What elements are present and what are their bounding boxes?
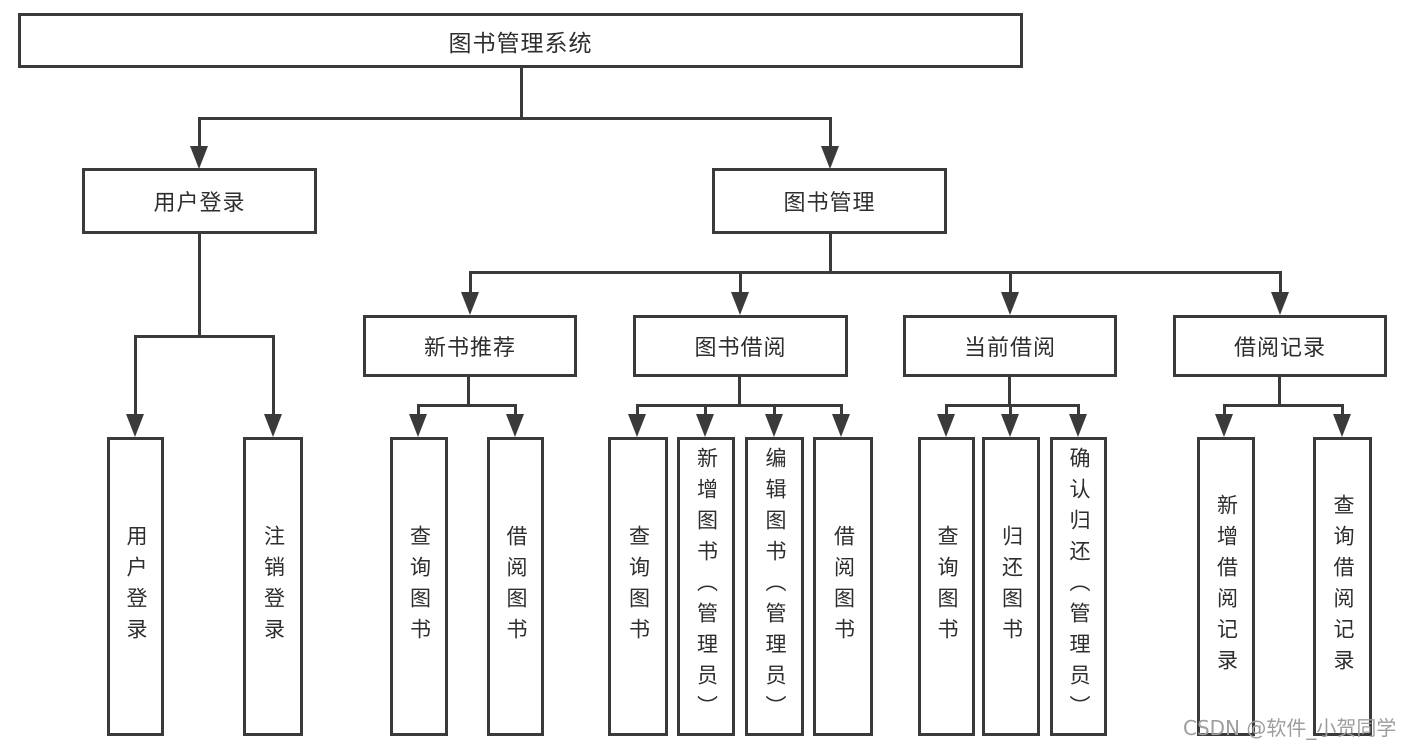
- connector-level2-bus: [469, 271, 1282, 274]
- leaf-bb-add-books-admin-label: 新增图书（管理员）: [694, 447, 719, 726]
- leaf-bb-borrow-books: 借阅图书: [813, 437, 873, 736]
- connector-stub-br-query: [1341, 404, 1344, 416]
- node-root: 图书管理系统: [18, 13, 1023, 68]
- arrow-down-icon: [1069, 414, 1087, 437]
- connector-stub-nb-borrow: [514, 404, 517, 416]
- node-new-book-rec-label: 新书推荐: [423, 336, 516, 361]
- connector-stub-book-borrow: [739, 271, 742, 293]
- connector-stub-bb-edit: [773, 404, 776, 416]
- arrow-down-icon: [832, 414, 850, 437]
- leaf-br-add-record: 新增借阅记录: [1197, 437, 1255, 736]
- leaf-cb-return-books: 归还图书: [982, 437, 1040, 736]
- connector-stub-borrow-records: [1279, 271, 1282, 293]
- leaf-bb-query-books: 查询图书: [608, 437, 668, 736]
- connector-current-borrow-bus: [945, 404, 1080, 407]
- arrow-down-icon: [409, 414, 427, 437]
- arrow-down-icon: [461, 292, 479, 315]
- arrow-down-icon: [264, 414, 282, 437]
- connector-stub-cb-return: [1009, 404, 1012, 416]
- connector-stub-ul-logout: [272, 335, 275, 415]
- connector-stub-br-add: [1223, 404, 1226, 416]
- arrow-down-icon: [126, 414, 144, 437]
- connector-stub-book-mgmt: [829, 117, 832, 147]
- node-book-borrow: 图书借阅: [633, 315, 848, 377]
- node-new-book-rec: 新书推荐: [363, 315, 577, 377]
- connector-user-login-trunk: [198, 233, 201, 337]
- leaf-br-query-record-label: 查询借阅记录: [1331, 493, 1355, 680]
- leaf-nb-query-books-label: 查询图书: [407, 524, 432, 649]
- node-current-borrow-label: 当前借阅: [963, 336, 1056, 361]
- node-book-borrow-label: 图书借阅: [694, 336, 787, 361]
- arrow-down-icon: [506, 414, 524, 437]
- leaf-bb-edit-books-admin-label: 编辑图书（管理员）: [763, 447, 787, 726]
- connector-borrow-records-bus: [1223, 404, 1344, 407]
- arrow-down-icon: [1215, 414, 1233, 437]
- connector-stub-new-book-rec: [469, 271, 472, 293]
- leaf-cb-return-books-label: 归还图书: [999, 524, 1024, 649]
- leaf-logout: 注销登录: [243, 437, 303, 736]
- leaf-nb-borrow-books-label: 借阅图书: [504, 524, 528, 649]
- connector-book-borrow-trunk: [738, 377, 741, 407]
- leaf-cb-query-books: 查询图书: [918, 437, 975, 736]
- leaf-logout-label: 注销登录: [261, 524, 286, 649]
- connector-root-trunk: [520, 68, 523, 119]
- leaf-user-login: 用户登录: [107, 437, 164, 736]
- arrow-down-icon: [765, 414, 783, 437]
- node-borrow-records-label: 借阅记录: [1233, 336, 1326, 361]
- connector-new-book-rec-bus: [417, 404, 517, 407]
- leaf-cb-confirm-return-admin-label: 确认归还（管理员）: [1067, 447, 1091, 726]
- leaf-user-login-label: 用户登录: [124, 524, 148, 649]
- connector-book-mgmt-trunk: [829, 233, 832, 273]
- arrow-down-icon: [731, 292, 749, 315]
- arrow-down-icon: [821, 146, 839, 169]
- node-user-login: 用户登录: [82, 168, 317, 234]
- node-current-borrow: 当前借阅: [903, 315, 1117, 377]
- leaf-bb-query-books-label: 查询图书: [626, 524, 651, 649]
- arrow-down-icon: [1001, 292, 1019, 315]
- leaf-br-query-record: 查询借阅记录: [1313, 437, 1372, 736]
- connector-stub-bb-query: [636, 404, 639, 416]
- connector-current-borrow-trunk: [1008, 377, 1011, 407]
- leaf-bb-edit-books-admin: 编辑图书（管理员）: [745, 437, 804, 736]
- arrow-down-icon: [1333, 414, 1351, 437]
- arrow-down-icon: [937, 414, 955, 437]
- connector-stub-ul-login: [134, 335, 137, 415]
- connector-stub-nb-query: [417, 404, 420, 416]
- connector-stub-bb-borrow: [840, 404, 843, 416]
- connector-stub-cb-query: [945, 404, 948, 416]
- leaf-nb-query-books: 查询图书: [390, 437, 448, 736]
- leaf-cb-confirm-return-admin: 确认归还（管理员）: [1050, 437, 1107, 736]
- node-book-mgmt: 图书管理: [712, 168, 947, 234]
- leaf-bb-add-books-admin: 新增图书（管理员）: [677, 437, 735, 736]
- node-book-mgmt-label: 图书管理: [783, 191, 876, 216]
- node-root-label: 图书管理系统: [448, 30, 593, 57]
- connector-stub-bb-add: [704, 404, 707, 416]
- arrow-down-icon: [1001, 414, 1019, 437]
- arrow-down-icon: [1271, 292, 1289, 315]
- connector-borrow-records-trunk: [1278, 377, 1281, 407]
- connector-stub-current-borrow: [1009, 271, 1012, 293]
- arrow-down-icon: [628, 414, 646, 437]
- connector-new-book-rec-trunk: [467, 377, 470, 407]
- leaf-bb-borrow-books-label: 借阅图书: [831, 524, 856, 649]
- connector-user-login-bus: [134, 335, 275, 338]
- leaf-br-add-record-label: 新增借阅记录: [1214, 493, 1239, 680]
- connector-level1-bus: [198, 117, 832, 120]
- arrow-down-icon: [190, 146, 208, 169]
- node-borrow-records: 借阅记录: [1173, 315, 1387, 377]
- connector-stub-user-login: [198, 117, 201, 147]
- connector-stub-cb-confirm: [1077, 404, 1080, 416]
- csdn-watermark: CSDN @软件_小贺同学: [1183, 716, 1397, 740]
- leaf-cb-query-books-label: 查询图书: [935, 524, 959, 649]
- node-user-login-label: 用户登录: [153, 191, 246, 216]
- connector-book-borrow-bus: [636, 404, 843, 407]
- arrow-down-icon: [696, 414, 714, 437]
- leaf-nb-borrow-books: 借阅图书: [487, 437, 544, 736]
